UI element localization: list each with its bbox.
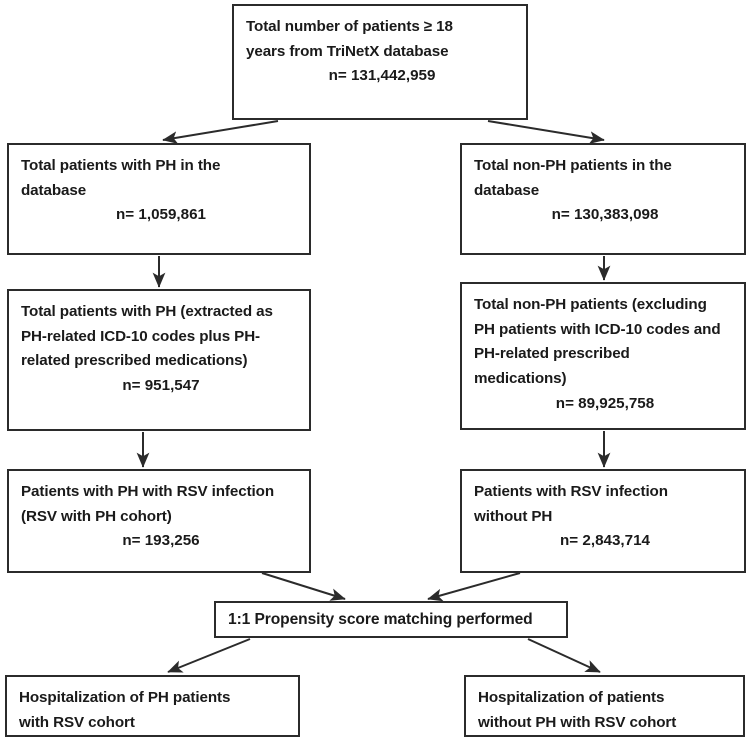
node-ph-extracted-count: n= 951,547 xyxy=(122,376,200,394)
node-total-patients-line1: Total number of patients ≥ 18 xyxy=(246,18,453,35)
node-ph-database: Total patients with PH in the database n… xyxy=(7,143,311,255)
node-ph-database-line1: Total patients with PH in the xyxy=(21,157,221,174)
node-ph-extracted-line1: Total patients with PH (extracted as xyxy=(21,303,273,320)
node-nonph-excluded-line3: PH-related prescribed xyxy=(474,345,630,363)
node-nonph-excluded-line1: Total non-PH patients (excluding xyxy=(474,296,707,313)
node-hospitalization-ph: Hospitalization of PH patients with RSV … xyxy=(5,675,300,737)
node-hospitalization-without-ph: Hospitalization of patients without PH w… xyxy=(464,675,745,737)
node-nonph-excluded-count: n= 89,925,758 xyxy=(555,394,655,412)
arrow-psm-to-hospitalization-nonph xyxy=(527,638,601,673)
node-ph-rsv-line2: (RSV with PH cohort) xyxy=(21,507,172,525)
node-nonph-database: Total non-PH patients in the database n=… xyxy=(460,143,746,255)
node-nonph-excluded: Total non-PH patients (excluding PH pati… xyxy=(460,282,746,430)
node-rsv-no-ph-count: n= 2,843,714 xyxy=(560,532,650,550)
node-rsv-no-ph-line1: Patients with RSV infection xyxy=(474,483,668,500)
node-nonph-database-line2: database xyxy=(474,181,540,199)
node-ph-extracted: Total patients with PH (extracted as PH-… xyxy=(7,289,311,431)
node-ph-database-count: n= 1,059,861 xyxy=(116,206,206,224)
node-total-patients-line2: years from TriNetX database xyxy=(246,42,449,60)
node-total-patients-count: n= 131,442,959 xyxy=(328,67,436,85)
node-propensity-score-matching: 1:1 Propensity score matching performed xyxy=(214,601,568,638)
node-rsv-without-ph-cohort: Patients with RSV infection without PH n… xyxy=(460,469,746,573)
node-total-patients: Total number of patients ≥ 18 years from… xyxy=(232,4,528,120)
node-psm-line1: 1:1 Propensity score matching performed xyxy=(228,611,533,628)
arrow-rsv-no-ph-to-psm xyxy=(427,572,521,602)
node-hosp-nonph-line1: Hospitalization of patients xyxy=(478,689,665,706)
node-rsv-no-ph-line2: without PH xyxy=(474,507,553,525)
node-ph-rsv-count: n= 193,256 xyxy=(122,532,200,550)
node-nonph-excluded-line2: PH patients with ICD-10 codes and xyxy=(474,320,721,338)
node-ph-rsv-cohort: Patients with PH with RSV infection (RSV… xyxy=(7,469,311,573)
node-nonph-excluded-line4: medications) xyxy=(474,369,567,387)
node-ph-rsv-line1: Patients with PH with RSV infection xyxy=(21,483,275,500)
arrow-total-to-ph-database xyxy=(162,120,279,144)
arrow-ph-rsv-to-psm xyxy=(261,572,346,601)
node-ph-extracted-line2: PH-related ICD-10 codes plus PH- xyxy=(21,327,261,345)
arrow-psm-to-hospitalization-ph xyxy=(167,638,251,673)
node-hosp-ph-line1: Hospitalization of PH patients xyxy=(19,689,231,706)
node-hosp-ph-line2: with RSV cohort xyxy=(19,713,135,731)
node-ph-database-line2: database xyxy=(21,181,87,199)
node-hosp-nonph-line2: without PH with RSV cohort xyxy=(478,713,677,731)
node-nonph-database-line1: Total non-PH patients in the xyxy=(474,157,672,174)
node-nonph-database-count: n= 130,383,098 xyxy=(551,206,659,224)
arrow-total-to-nonph-database xyxy=(487,120,605,144)
node-ph-extracted-line3: related prescribed medications) xyxy=(21,352,248,370)
